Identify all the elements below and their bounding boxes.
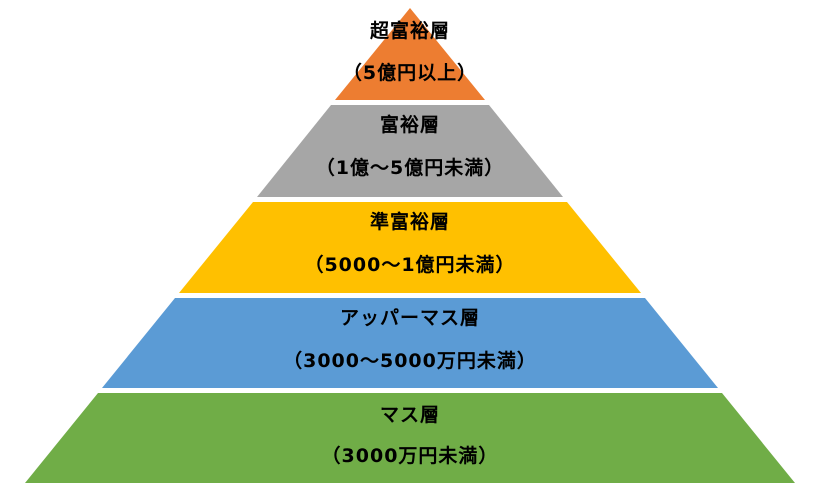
tier-label-ultra-wealthy: 超富裕層 (369, 20, 450, 42)
tier-label-upper-mass: アッパーマス層 (339, 307, 480, 329)
tier-range-semi-wealthy: （5000～1億円未満） (304, 254, 516, 276)
tier-label-mass: マス層 (379, 404, 440, 426)
tier-range-upper-mass: （3000～5000万円未満） (283, 350, 537, 372)
tier-label-wealthy: 富裕層 (379, 114, 440, 136)
tier-range-wealthy: （1億～5億円未満） (315, 157, 505, 179)
tier-range-ultra-wealthy: （5億円以上） (342, 62, 478, 84)
tier-label-semi-wealthy: 準富裕層 (369, 211, 450, 233)
tier-range-mass: （3000万円未満） (321, 445, 499, 467)
